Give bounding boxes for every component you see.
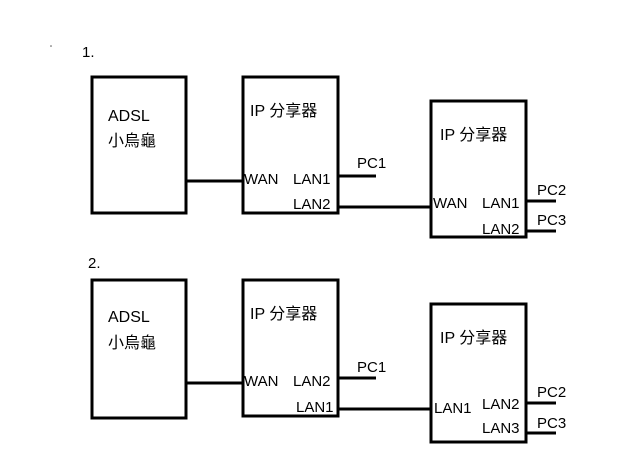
diagram-number: 1. (82, 44, 95, 61)
router-b-wan-port: WAN (433, 195, 467, 212)
router-b-title: IP 分享器 (440, 126, 507, 144)
router-a-lan-bottom-port: LAN2 (293, 196, 331, 213)
router-a-wan-port: WAN (244, 171, 278, 188)
adsl-modem-box (90, 75, 188, 215)
router-b-uplink-port: LAN1 (434, 400, 472, 417)
router-b-box (429, 99, 528, 239)
pc1-label: PC1 (357, 359, 386, 376)
router-a-box (241, 278, 340, 418)
router-a-title: IP 分享器 (250, 102, 317, 120)
router-b-box (429, 302, 528, 444)
router-a-wan-port: WAN (244, 373, 278, 390)
router-a-lan-bottom-port: LAN1 (296, 399, 334, 416)
router-a-box (241, 75, 340, 215)
modem-label: ADSL (108, 108, 150, 125)
pc2-label: PC2 (537, 384, 566, 401)
diagram-number: 2. (88, 255, 101, 272)
router-a-lan-top-port: LAN1 (293, 171, 331, 188)
router-b-lan-bottom-port: LAN3 (482, 420, 520, 437)
adsl-modem-box (90, 278, 188, 420)
router-a-title: IP 分享器 (250, 305, 317, 323)
diagram-1: 1. ADSL 小烏龜 IP 分享器 WAN LAN1 LAN2 PC1 IP … (82, 44, 566, 239)
router-b-title: IP 分享器 (440, 329, 507, 347)
pc3-label: PC3 (537, 415, 566, 432)
modem-name: 小烏龜 (108, 132, 156, 150)
pc1-label: PC1 (357, 155, 386, 172)
modem-name: 小烏龜 (108, 334, 156, 352)
modem-label: ADSL (108, 309, 150, 326)
diagram-2: 2. ADSL 小烏龜 IP 分享器 WAN LAN2 LAN1 PC1 IP … (88, 255, 566, 444)
router-b-lan-bottom-port: LAN2 (482, 221, 520, 238)
router-b-lan-top-port: LAN1 (482, 195, 520, 212)
router-b-lan-top-port: LAN2 (482, 396, 520, 413)
pc2-label: PC2 (537, 182, 566, 199)
stray-dot (50, 45, 52, 47)
router-a-lan-top-port: LAN2 (293, 373, 331, 390)
pc3-label: PC3 (537, 212, 566, 229)
